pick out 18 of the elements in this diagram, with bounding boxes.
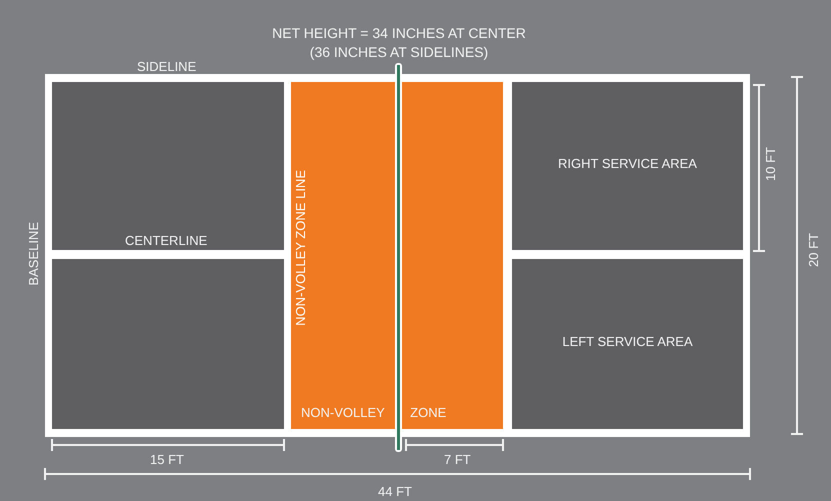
net-height-note: NET HEIGHT = 34 INCHES AT CENTER (36 INCHES AT SIDELINES) [271,24,527,62]
dimension-label: 44 FT [378,484,412,499]
service-area [512,259,743,429]
baseline-label: BASELINE [26,222,41,286]
sideline-label: SIDELINE [137,59,196,74]
non-volley-zone [291,82,503,429]
dimension-label: 15 FT [150,452,184,467]
area-label: LEFT SERVICE AREA [561,334,694,349]
dimension-label: 10 FT [763,147,778,181]
court-area [52,82,284,250]
court-area [52,259,284,429]
service-area [512,82,743,250]
non-volley-zone-line-label: NON-VOLLEY ZONE LINE [293,170,308,326]
area-label: RIGHT SERVICE AREA [557,156,698,171]
dimension-label: 7 FT [444,452,471,467]
centerline-label: CENTERLINE [125,233,208,248]
area-label: NON-VOLLEY ZONE [301,405,446,420]
dimension-label: 20 FT [806,233,821,267]
